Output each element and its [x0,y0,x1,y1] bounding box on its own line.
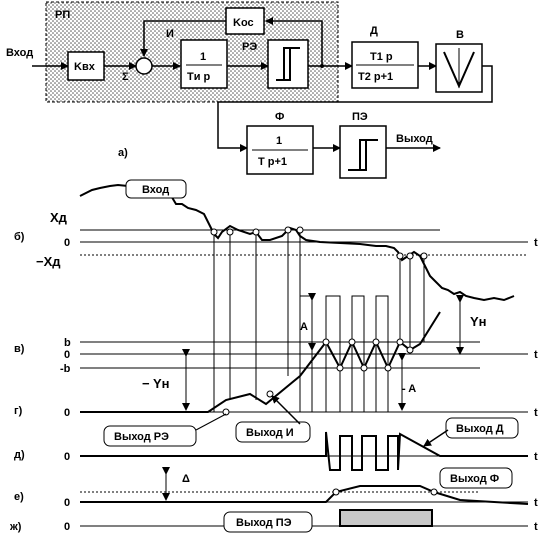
f-fall-point [430,488,438,496]
d-label: Д [370,25,378,37]
f-den: T p+1 [258,156,287,168]
re-label: РЭ [242,41,257,53]
d-output-curve [80,431,528,471]
input-label: Вход [6,47,33,59]
delta-label: Δ [182,473,190,485]
out-f-callout-box [439,467,513,489]
re-hysteresis-icon-2 [279,48,291,81]
row-zh-label: ж) [9,521,22,533]
v-label: В [456,29,464,41]
input-callout-box [125,179,187,199]
xd-label: Xд [50,210,68,225]
t-g: t [534,407,538,419]
feedback-node [320,64,324,68]
row-d-label: д) [14,449,25,461]
row-v-label: в) [14,343,25,355]
koc-to-sum-path [140,20,226,57]
zero-v: 0 [64,349,70,361]
pe-label: ПЭ [352,111,368,123]
re-output-pulses [299,295,389,413]
minus-yn-label: − Yн [142,376,170,391]
input-callout: Вход [142,184,169,196]
integrator-num: 1 [200,51,206,63]
zero-d: 0 [64,451,70,463]
t-v: t [534,349,538,361]
out-d-callout-box [445,417,519,439]
koc-label: Kос [233,17,254,29]
i-label: И [166,28,174,40]
t-b: t [534,237,538,249]
f-rise-point [332,488,340,496]
a-label: A [300,321,308,333]
part-a-label: а) [118,147,128,159]
crossing-points [210,226,428,416]
out-d-callout: Выход Д [456,423,504,435]
zero-b: 0 [64,237,70,249]
row-g-label: г) [14,405,23,417]
out-pe-callout: Выход ПЭ [236,517,292,529]
row-e-label: е) [14,491,24,503]
t-zh: t [534,521,538,533]
zero-zh: 0 [64,521,70,533]
out-pe-callout-box [223,511,313,533]
out-i-pointer [271,395,301,425]
integrator-block [180,39,228,89]
pe-hysteresis-icon-2 [351,140,367,171]
t-d: t [534,451,538,463]
minus-xd-label: −Xд [36,254,61,269]
d-num: T1 p [370,51,393,63]
zero-g: 0 [64,407,70,419]
rp-label: РП [55,9,70,21]
out-d-pointer [423,429,449,447]
drop-lines [213,230,425,412]
out-re-callout-box [103,425,197,447]
d-den: T2 p+1 [358,71,393,83]
v-to-f-path [217,65,493,152]
yn-label: Yн [470,314,487,329]
t-e: t [534,497,538,509]
sigma-label: Σ [122,71,129,83]
feedback-path [265,17,323,66]
row-b-label: б) [14,231,25,243]
f-num: 1 [276,135,282,147]
zero-e: 0 [64,497,70,509]
b-label: b [64,337,71,349]
pe-output-pulse [339,509,433,527]
minus-a-label: - A [402,383,416,395]
out-re-callout: Выход РЭ [114,431,169,443]
out-re-pointer [195,413,227,431]
minus-b-label: -b [60,363,71,375]
integrator-output-curve [80,311,441,413]
integrator-den: Tи p [187,71,211,83]
output-label: Выход [396,133,433,145]
f-output-curve [80,485,529,505]
kvx-label: Kвх [74,61,96,73]
out-i-callout: Выход И [246,427,294,439]
f-label: Ф [275,111,284,123]
summing-junction [135,57,153,75]
out-i-callout-box [235,421,311,443]
out-f-callout: Выход Ф [450,473,499,485]
